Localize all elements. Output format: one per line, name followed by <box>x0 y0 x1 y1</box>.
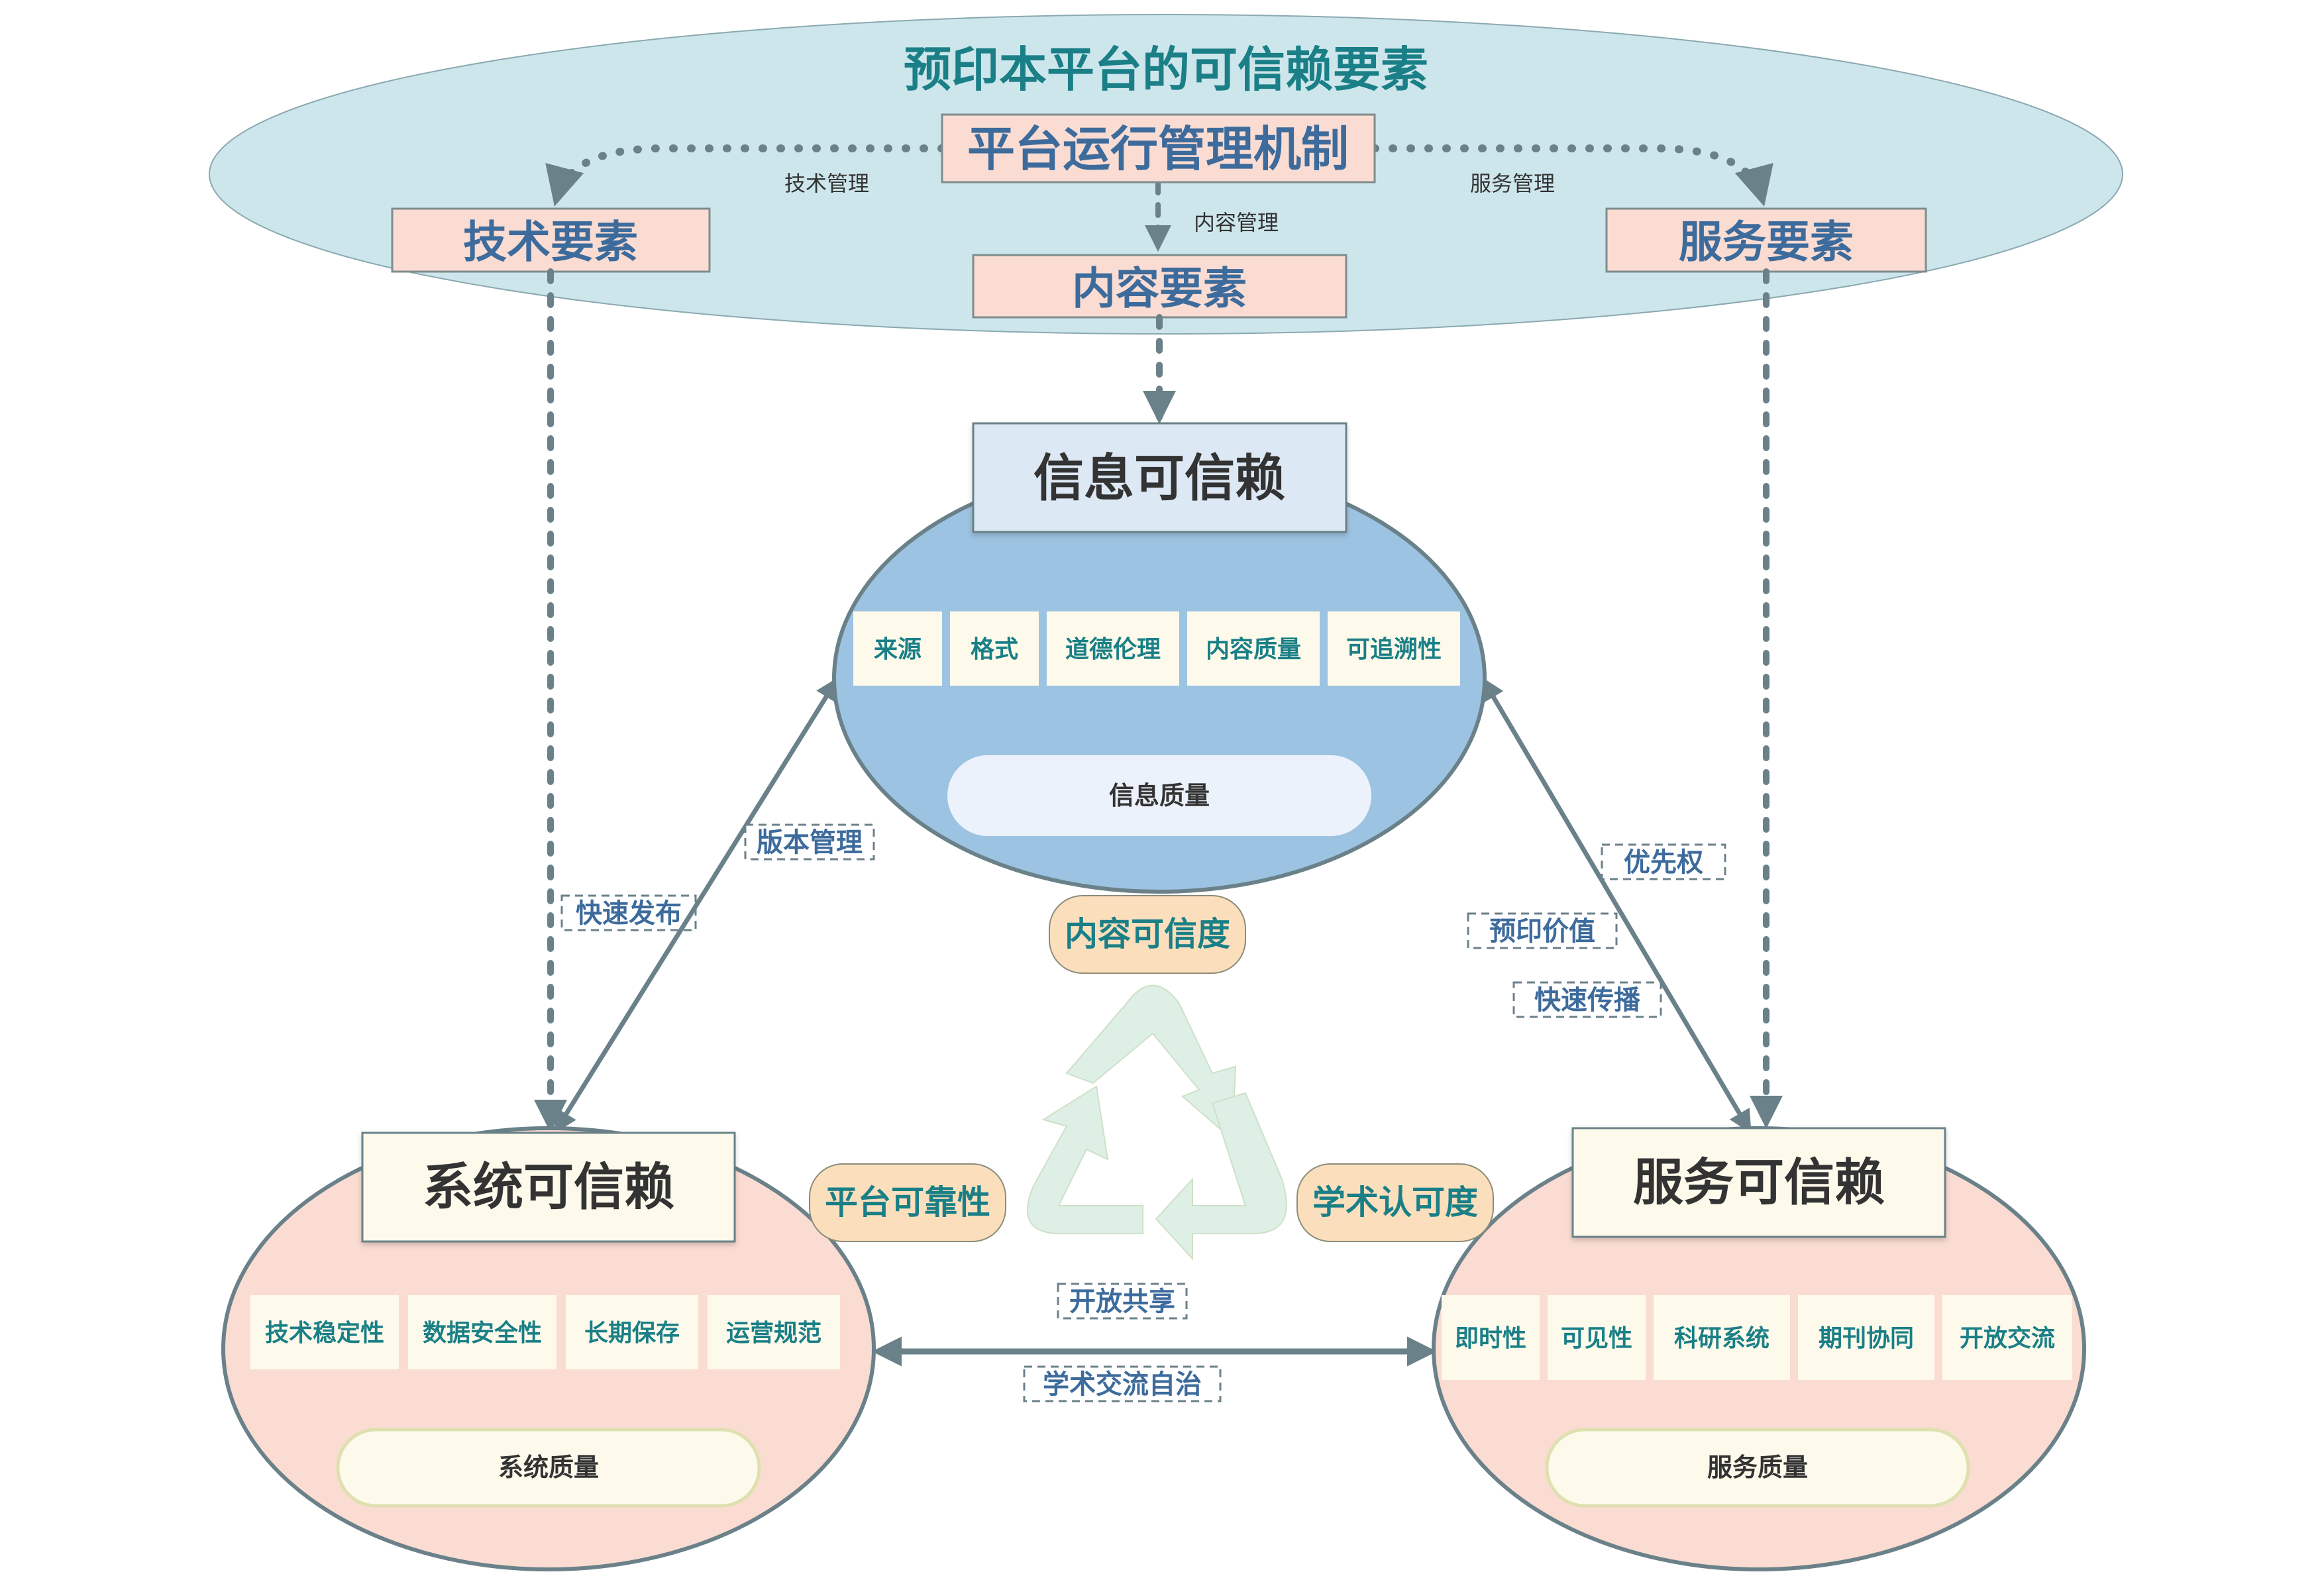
mechanism-box <box>941 113 1376 184</box>
service-item-box <box>1798 1295 1934 1380</box>
fast-publish-box <box>560 894 697 931</box>
service-title-box <box>1571 1127 1946 1238</box>
service-item-box <box>1442 1295 1540 1380</box>
system-quality-label: 系统质量 <box>498 1453 599 1482</box>
academic-autonomy-box <box>1023 1365 1222 1402</box>
system-items: 技术稳定性 数据安全性 长期保存 运营规范 <box>250 1295 840 1369</box>
service-element-label: 服务要素 <box>1679 217 1854 268</box>
service-quality-pill <box>1545 1428 1970 1508</box>
info-item-label: 来源 <box>874 636 922 663</box>
system-item-label: 数据安全性 <box>423 1319 542 1347</box>
system-item-label: 技术稳定性 <box>265 1320 384 1347</box>
platform-reliability-pill <box>809 1163 1006 1242</box>
info-quality-label: 信息质量 <box>1109 781 1210 810</box>
system-trust-group: 技术稳定性 数据安全性 长期保存 运营规范 系统质量 系统可信赖 <box>221 1126 876 1571</box>
info-items: 来源 格式 道德伦理 内容质量 可追溯性 <box>853 611 1460 686</box>
tech-mgmt-connector <box>545 144 946 207</box>
info-title: 信息可信赖 <box>1033 448 1285 507</box>
info-item-label: 内容质量 <box>1206 636 1301 663</box>
diagram-title: 预印本平台的可信赖要素 <box>904 42 1428 97</box>
system-item-box <box>250 1295 399 1369</box>
info-item-box <box>853 611 942 686</box>
academic-recognition-label: 学术认可度 <box>1312 1183 1478 1222</box>
info-service-arrow <box>1481 676 1752 1134</box>
service-item-box <box>1654 1295 1790 1380</box>
platform-elements-group: 预印本平台的可信赖要素 技术管理 内容管理 服务管理 平台运行管理机制 技术要素… <box>209 14 2123 335</box>
info-trust-group: 来源 格式 道德伦理 内容质量 可追溯性 信息质量 信息可信赖 <box>832 422 1487 894</box>
recycle-icon <box>1027 984 1287 1261</box>
service-title: 服务可信赖 <box>1633 1153 1885 1212</box>
tech-element-box <box>391 207 711 273</box>
info-item-label: 格式 <box>971 636 1018 663</box>
system-title: 系统可信赖 <box>423 1157 674 1216</box>
info-item-box <box>950 611 1039 686</box>
info-quality-pill <box>947 755 1371 836</box>
service-mgmt-connector <box>1371 144 1773 207</box>
academic-autonomy-label: 学术交流自治 <box>1043 1369 1202 1400</box>
service-item-label: 开放交流 <box>1960 1324 2055 1352</box>
content-element-label: 内容要素 <box>1072 263 1247 314</box>
info-item-box <box>1047 611 1179 686</box>
content-credibility-label: 内容可信度 <box>1065 915 1230 953</box>
system-item-box <box>708 1295 840 1369</box>
version-mgmt-box <box>744 823 875 861</box>
open-share-box <box>1057 1283 1188 1320</box>
info-item-box <box>1328 611 1460 686</box>
priority-box <box>1601 843 1726 880</box>
preprint-value-label: 预印价值 <box>1489 916 1595 947</box>
system-item-label: 长期保存 <box>584 1320 680 1347</box>
system-item-box <box>408 1295 556 1369</box>
service-item-box <box>1942 1295 2072 1380</box>
info-system-arrow <box>554 677 839 1133</box>
content-credibility-pill <box>1049 895 1246 974</box>
system-title-box <box>361 1132 736 1243</box>
system-item-label: 运营规范 <box>726 1320 821 1347</box>
priority-label: 优先权 <box>1624 847 1703 878</box>
info-item-box <box>1187 611 1320 686</box>
mechanism-label: 平台运行管理机制 <box>967 121 1349 177</box>
preprint-value-box <box>1467 912 1618 949</box>
service-items: 即时性 可见性 科研系统 期刊协同 开放交流 <box>1442 1295 2072 1380</box>
info-item-label: 可追溯性 <box>1346 636 1442 663</box>
edge-label-content-mgmt: 内容管理 <box>1194 210 1279 235</box>
edge-label-tech-mgmt: 技术管理 <box>784 171 869 196</box>
service-item-label: 即时性 <box>1455 1325 1526 1352</box>
version-mgmt-label: 版本管理 <box>757 827 863 858</box>
open-share-label: 开放共享 <box>1069 1287 1175 1317</box>
tech-element-label: 技术要素 <box>463 217 638 268</box>
service-trust-group: 即时性 可见性 科研系统 期刊协同 开放交流 服务质量 服务可信赖 <box>1432 1126 2086 1571</box>
system-quality-pill <box>336 1428 761 1508</box>
service-item-label: 期刊协同 <box>1819 1325 1914 1352</box>
info-title-box <box>972 422 1347 533</box>
platform-reliability-label: 平台可靠性 <box>825 1183 990 1222</box>
info-item-label: 道德伦理 <box>1065 636 1161 663</box>
relation-labels: 版本管理 快速发布 优先权 预印价值 快速传播 开放共享 学术交流自治 <box>560 823 1726 1402</box>
service-item-label: 可见性 <box>1561 1325 1632 1352</box>
service-item-box <box>1548 1295 1646 1380</box>
system-item-box <box>566 1295 698 1369</box>
fast-spread-label: 快速传播 <box>1534 985 1641 1016</box>
service-item-label: 科研系统 <box>1674 1325 1769 1352</box>
service-quality-label: 服务质量 <box>1707 1453 1808 1482</box>
edge-label-service-mgmt: 服务管理 <box>1470 171 1555 196</box>
fast-publish-label: 快速发布 <box>576 898 682 929</box>
academic-recognition-pill <box>1296 1163 1494 1242</box>
fast-spread-box <box>1512 981 1662 1018</box>
